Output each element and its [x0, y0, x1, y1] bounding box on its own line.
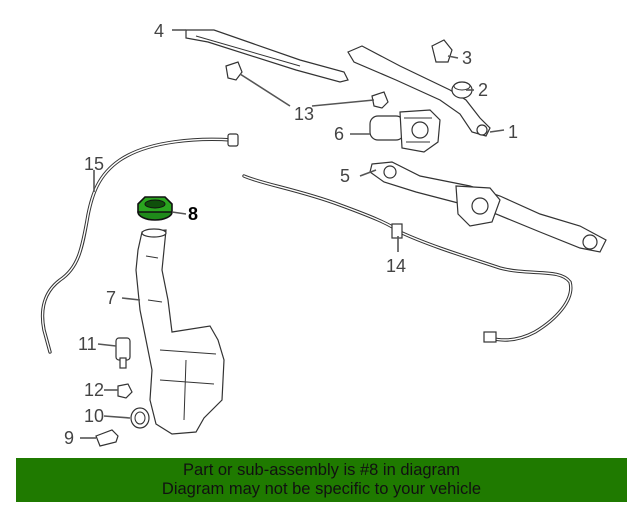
- part-8-highlighted[interactable]: [137, 196, 173, 221]
- callout-11: 11: [78, 334, 97, 354]
- washer-pump-11: [115, 337, 131, 369]
- callout-14: 14: [386, 256, 406, 276]
- wiper-linkage: [369, 161, 607, 253]
- callout-5: 5: [340, 166, 350, 186]
- callout-13: 13: [294, 104, 314, 124]
- seal-10: [130, 407, 150, 429]
- banner-line-disclaimer: Diagram may not be specific to your vehi…: [161, 480, 482, 498]
- callout-15: 15: [84, 154, 104, 174]
- parts-diagram: 1 2 3 4 5 6 7 8 9 10 11 12 13 14 15: [40, 21, 607, 448]
- washer-hoses: [40, 133, 573, 354]
- callout-6: 6: [334, 124, 344, 144]
- callout-12: 12: [84, 380, 104, 400]
- grommet-12: [117, 383, 133, 399]
- callout-leaders: [80, 29, 505, 439]
- washer-reservoir: [135, 228, 225, 435]
- callout-1: 1: [508, 122, 518, 142]
- callout-7: 7: [106, 288, 116, 308]
- arm-cap-3: [431, 39, 453, 63]
- callout-10: 10: [84, 406, 104, 426]
- info-banner: Part or sub-assembly is #8 in diagram Di…: [16, 458, 627, 502]
- callout-8[interactable]: 8: [188, 204, 198, 224]
- banner-line-part: Part or sub-assembly is #8 in diagram: [183, 461, 460, 479]
- washer-nozzles: [225, 61, 389, 109]
- callout-3: 3: [462, 48, 472, 68]
- sensor-9: [95, 429, 119, 447]
- wiper-arm-right: [347, 45, 491, 137]
- wiper-arm-left: [185, 29, 349, 83]
- callout-2: 2: [478, 80, 488, 100]
- callout-numbers: 1 2 3 4 5 6 7 8 9 10 11 12 13 14 15: [64, 21, 518, 448]
- wiper-motor: [369, 109, 441, 153]
- callout-9: 9: [64, 428, 74, 448]
- callout-4: 4: [154, 21, 164, 41]
